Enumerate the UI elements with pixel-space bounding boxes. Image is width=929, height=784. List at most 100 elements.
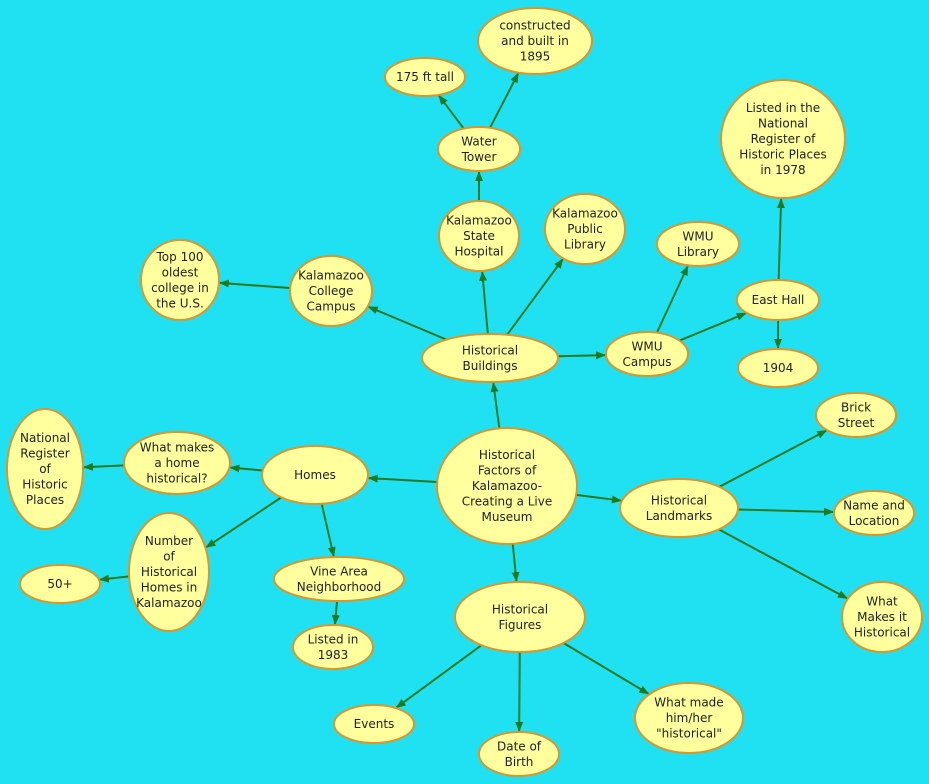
node-label-line: in 1978 bbox=[760, 163, 805, 177]
node-fifty[interactable]: 50+ bbox=[19, 564, 101, 604]
edge-landmarks-to-brick bbox=[718, 429, 828, 488]
node-label-line: 1983 bbox=[318, 648, 349, 662]
node-label-line: a home bbox=[154, 456, 199, 470]
node-bubble bbox=[454, 581, 586, 653]
node-label-line: Top 100 bbox=[156, 250, 204, 264]
node-label-line: Events bbox=[354, 717, 395, 731]
node-dob[interactable]: Date of Birth bbox=[478, 731, 560, 777]
edge-landmarks-to-name-loc bbox=[737, 507, 835, 516]
node-label-line: of bbox=[39, 462, 51, 476]
node-label-line: historical? bbox=[146, 472, 207, 486]
node-label-line: Kalamazoo- bbox=[472, 479, 542, 493]
node-bubble bbox=[438, 200, 520, 272]
node-label-line: Historical bbox=[141, 565, 197, 579]
node-label-line: Register bbox=[20, 447, 69, 461]
node-y1904[interactable]: 1904 bbox=[737, 348, 819, 388]
node-label-line: Listed in bbox=[308, 632, 359, 646]
node-label-line: National bbox=[758, 117, 808, 131]
node-bubble bbox=[292, 624, 374, 670]
node-label-line: Homes bbox=[294, 468, 336, 482]
node-label-line: Makes it bbox=[857, 610, 907, 624]
node-bubble bbox=[656, 221, 740, 267]
node-bubble bbox=[261, 445, 369, 505]
node-bubble bbox=[544, 193, 626, 265]
node-bubble bbox=[477, 7, 593, 75]
node-label-line: National bbox=[20, 431, 70, 445]
node-label-line: Location bbox=[849, 514, 900, 528]
node-bubble bbox=[19, 564, 101, 604]
node-label-line: Landmarks bbox=[646, 509, 712, 523]
node-ft175[interactable]: 175 ft tall bbox=[384, 57, 466, 97]
edge-k-college-to-top100 bbox=[218, 279, 291, 290]
node-label-line: Listed in the bbox=[746, 101, 820, 115]
node-label-line: Brick bbox=[841, 400, 871, 414]
node-label-line: Museum bbox=[482, 510, 533, 524]
node-label-line: WMU bbox=[631, 339, 662, 353]
node-bubble bbox=[123, 431, 231, 495]
node-bubble bbox=[273, 556, 405, 602]
node-label-line: and built in bbox=[501, 34, 569, 48]
node-label-line: Historical bbox=[651, 493, 707, 507]
edge-water-tower-to-built1895 bbox=[489, 72, 520, 129]
node-label-line: Historical bbox=[462, 343, 518, 357]
node-label-line: Date of bbox=[497, 739, 542, 753]
node-label-line: Kalamazoo bbox=[136, 596, 202, 610]
edge-buildings-to-public-library bbox=[506, 258, 564, 336]
node-homes[interactable]: Homes bbox=[261, 445, 369, 505]
node-label-line: college in bbox=[151, 281, 209, 295]
node-label-line: Birth bbox=[505, 755, 534, 769]
node-bubble bbox=[436, 427, 578, 545]
node-bubble bbox=[333, 704, 415, 744]
edge-buildings-to-state-hospital bbox=[479, 270, 489, 335]
node-label-line: 50+ bbox=[47, 577, 72, 591]
node-label-line: Historical bbox=[479, 448, 535, 462]
edge-center-to-buildings bbox=[490, 381, 501, 429]
node-bubble bbox=[478, 731, 560, 777]
node-label-line: Library bbox=[564, 238, 606, 252]
edge-figures-to-dob bbox=[515, 651, 524, 733]
node-label-line: Factors of bbox=[478, 464, 537, 478]
edge-center-to-figures bbox=[511, 543, 520, 583]
node-listed1983[interactable]: Listed in 1983 bbox=[292, 624, 374, 670]
node-label-line: Places bbox=[26, 493, 64, 507]
node-bubble bbox=[833, 490, 915, 536]
edge-wmu-campus-to-east-hall bbox=[679, 312, 747, 342]
node-events[interactable]: Events bbox=[333, 704, 415, 744]
edge-vine-to-listed1983 bbox=[331, 600, 340, 626]
edge-water-tower-to-ft175 bbox=[438, 94, 465, 130]
node-label-line: 175 ft tall bbox=[396, 70, 454, 84]
edge-homes-to-what-makes-home bbox=[229, 464, 263, 473]
edge-center-to-homes bbox=[367, 474, 438, 483]
node-label-line: East Hall bbox=[752, 293, 805, 307]
edge-center-to-landmarks bbox=[576, 493, 622, 504]
node-label-line: Buildings bbox=[463, 359, 518, 373]
node-label-line: Homes in bbox=[141, 581, 197, 595]
node-east-hall[interactable]: East Hall bbox=[736, 279, 820, 321]
node-label-line: the U.S. bbox=[156, 296, 204, 310]
node-label-line: Public bbox=[567, 222, 603, 236]
node-label-line: Neighborhood bbox=[297, 580, 382, 594]
